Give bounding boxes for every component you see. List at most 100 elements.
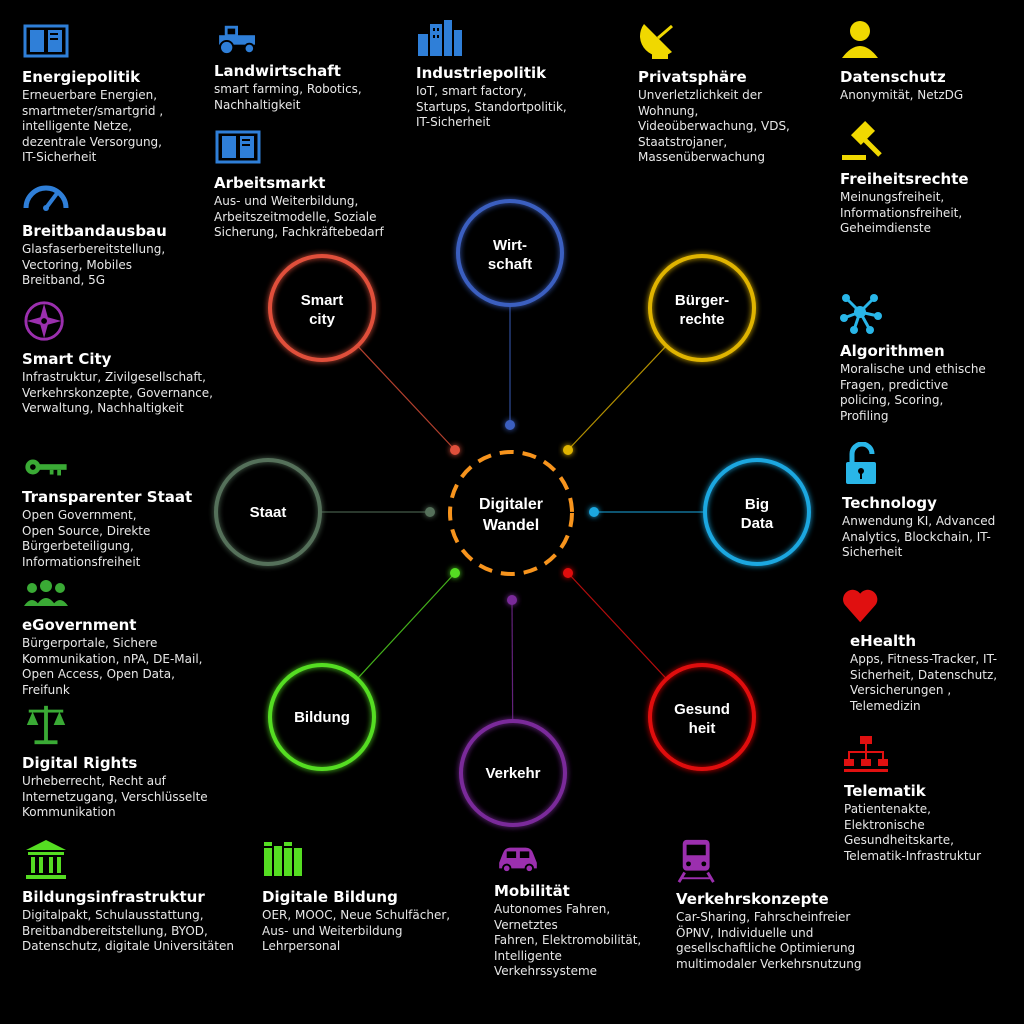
datenschutz-desc: Anonymität, NetzDG bbox=[840, 88, 964, 102]
industriepolitik-title: Industriepolitik bbox=[416, 64, 547, 82]
tractor-icon bbox=[219, 25, 255, 56]
node-smartcity bbox=[268, 254, 376, 362]
car-icon bbox=[499, 847, 537, 874]
node-bildung-label-line1: Bildung bbox=[294, 709, 350, 726]
book-icon bbox=[23, 24, 69, 58]
node-gesundheit-label-line1: Gesund bbox=[674, 701, 730, 718]
bildungsinfra-desc: Digitalpakt, Schulausstattung, Breitband… bbox=[22, 908, 234, 953]
breitbandausbau-desc: Glasfaserbereitstellung, Vectoring, Mobi… bbox=[22, 242, 166, 287]
egovernment-desc: Bürgerportale, Sichere Kommunikation, nP… bbox=[22, 636, 203, 697]
node-wirtschaft bbox=[456, 199, 564, 307]
block-industriepolitik: Industriepolitik IoT, smart factory, Sta… bbox=[416, 18, 646, 131]
network-icon bbox=[840, 294, 882, 334]
block-verkehrskonzepte: Verkehrskonzepte Car-Sharing, Fahrschein… bbox=[676, 838, 876, 972]
block-digitale-bildung: Digitale Bildung OER, MOOC, Neue Schulfä… bbox=[262, 838, 482, 955]
digitalebildung-title: Digitale Bildung bbox=[262, 888, 398, 906]
node-verkehr bbox=[459, 719, 567, 827]
digitalrights-title: Digital Rights bbox=[22, 754, 138, 772]
hub-dot-buergerrechte bbox=[563, 445, 573, 455]
node-staat-label-line1: Staat bbox=[250, 504, 287, 521]
algorithmen-title: Algorithmen bbox=[840, 342, 945, 360]
block-transparenter-staat: Transparenter Staat Open Government, Ope… bbox=[22, 452, 252, 570]
hub-dot-bigdata bbox=[589, 507, 599, 517]
heart-icon bbox=[843, 589, 878, 623]
node-gesundheit bbox=[648, 663, 756, 771]
scales-icon bbox=[26, 705, 66, 745]
node-bildung bbox=[268, 663, 376, 771]
block-bildungsinfrastruktur: Bildungsinfrastruktur Digitalpakt, Schul… bbox=[22, 838, 272, 955]
mobilitaet-desc: Autonomes Fahren, Vernetztes Fahren, Ele… bbox=[494, 902, 642, 978]
buildings-icon bbox=[418, 20, 462, 56]
node-staat bbox=[214, 458, 322, 566]
industriepolitik-desc: IoT, smart factory, Startups, Standortpo… bbox=[416, 84, 567, 129]
center-label-line2: Wandel bbox=[483, 517, 539, 534]
center-ring bbox=[448, 450, 574, 576]
energiepolitik-desc: Erneuerbare Energien, smartmeter/smartgr… bbox=[22, 88, 164, 164]
spoke-gesundheit bbox=[567, 572, 668, 680]
spoke-buergerrechte bbox=[567, 345, 667, 451]
block-algorithmen: Algorithmen Moralische und ethische Frag… bbox=[840, 292, 1015, 424]
node-wirtschaft-label-line2: schaft bbox=[488, 256, 532, 273]
bildungsinfra-title: Bildungsinfrastruktur bbox=[22, 888, 205, 906]
key-icon bbox=[25, 459, 67, 476]
gavel-icon bbox=[842, 120, 882, 160]
books-icon bbox=[264, 842, 302, 876]
privatsphaere-title: Privatsphäre bbox=[638, 68, 747, 86]
block-technology: Technology Anwendung KI, Advanced Analyt… bbox=[842, 442, 1017, 561]
freiheitsrechte-desc: Meinungsfreiheit, Informationsfreiheit, … bbox=[840, 190, 963, 235]
node-bigdata-label-line1: Big bbox=[745, 496, 769, 513]
hub-dot-gesundheit bbox=[563, 568, 573, 578]
node-buergerrechte bbox=[648, 254, 756, 362]
block-landwirtschaft: Landwirtschaft smart farming, Robotics, … bbox=[214, 22, 444, 113]
energiepolitik-title: Energiepolitik bbox=[22, 68, 141, 86]
technology-desc: Anwendung KI, Advanced Analytics, Blockc… bbox=[842, 514, 996, 559]
block-energiepolitik: Energiepolitik Erneuerbare Energien, sma… bbox=[22, 22, 252, 166]
verkehrskonzepte-desc: Car-Sharing, Fahrscheinfreier ÖPNV, Indi… bbox=[676, 910, 862, 971]
hub-dot-wirtschaft bbox=[505, 420, 515, 430]
ehealth-desc: Apps, Fitness-Tracker, IT- Sicherheit, D… bbox=[850, 652, 998, 713]
block-egovernment: eGovernment Bürgerportale, Sichere Kommu… bbox=[22, 578, 252, 698]
transparenter-title: Transparenter Staat bbox=[22, 488, 193, 506]
node-wirtschaft-label-line1: Wirt- bbox=[493, 237, 527, 254]
landwirtschaft-desc: smart farming, Robotics, Nachhaltigkeit bbox=[214, 82, 362, 112]
node-gesundheit-label-line2: heit bbox=[689, 720, 716, 737]
center-label-line1: Digitaler bbox=[479, 496, 543, 513]
arbeitsmarkt-desc: Aus- und Weiterbildung, Arbeitszeitmodel… bbox=[214, 194, 384, 239]
telematik-title: Telematik bbox=[844, 782, 926, 800]
block-breitbandausbau: Breitbandausbau Glasfaserbereitstellung,… bbox=[22, 176, 252, 289]
digitalrights-desc: Urheberrecht, Recht auf Internetzugang, … bbox=[22, 774, 208, 819]
institution-icon bbox=[26, 840, 66, 879]
hub-dot-verkehr bbox=[507, 595, 517, 605]
train-icon bbox=[677, 839, 715, 883]
block-datenschutz: Datenschutz Anonymität, NetzDG bbox=[840, 18, 1015, 104]
verkehrskonzepte-title: Verkehrskonzepte bbox=[676, 890, 829, 908]
ehealth-title: eHealth bbox=[850, 632, 917, 650]
hierarchy-icon bbox=[844, 736, 888, 772]
transparenter-desc: Open Government, Open Source, Direkte Bü… bbox=[22, 508, 151, 569]
breitbandausbau-title: Breitbandausbau bbox=[22, 222, 167, 240]
mobilitaet-title: Mobilität bbox=[494, 882, 570, 900]
users-icon bbox=[24, 580, 68, 606]
block-freiheitsrechte: Freiheitsrechte Meinungsfreiheit, Inform… bbox=[840, 118, 1015, 237]
block-telematik: Telematik Patientenakte, Elektronische G… bbox=[844, 734, 1019, 864]
digitalebildung-desc: OER, MOOC, Neue Schulfächer, Aus- und We… bbox=[262, 908, 451, 953]
hub-dot-bildung bbox=[450, 568, 460, 578]
block-mobilitaet: Mobilität Autonomes Fahren, Vernetztes F… bbox=[494, 842, 664, 980]
spoke-verkehr bbox=[511, 599, 514, 722]
node-buergerrechte-label-line1: Bürger- bbox=[675, 292, 729, 309]
egovernment-title: eGovernment bbox=[22, 616, 137, 634]
unlock-icon bbox=[846, 442, 876, 484]
node-bigdata bbox=[703, 458, 811, 566]
block-ehealth: eHealth Apps, Fitness-Tracker, IT- Siche… bbox=[840, 586, 1015, 714]
spoke-smartcity bbox=[357, 345, 456, 451]
arbeitsmarkt-title: Arbeitsmarkt bbox=[214, 174, 326, 192]
smartcity-desc: Infrastruktur, Zivilgesellschaft, Verkeh… bbox=[22, 370, 213, 415]
block-privatsphaere: Privatsphäre Unverletzlichkeit der Wohnu… bbox=[638, 18, 868, 166]
book-icon bbox=[215, 130, 261, 164]
landwirtschaft-title: Landwirtschaft bbox=[214, 62, 341, 80]
algorithmen-desc: Moralische und ethische Fragen, predicti… bbox=[840, 362, 986, 423]
node-smartcity-label-line2: city bbox=[309, 311, 336, 328]
hub-dot-staat bbox=[425, 507, 435, 517]
smartcity-title: Smart City bbox=[22, 350, 112, 368]
